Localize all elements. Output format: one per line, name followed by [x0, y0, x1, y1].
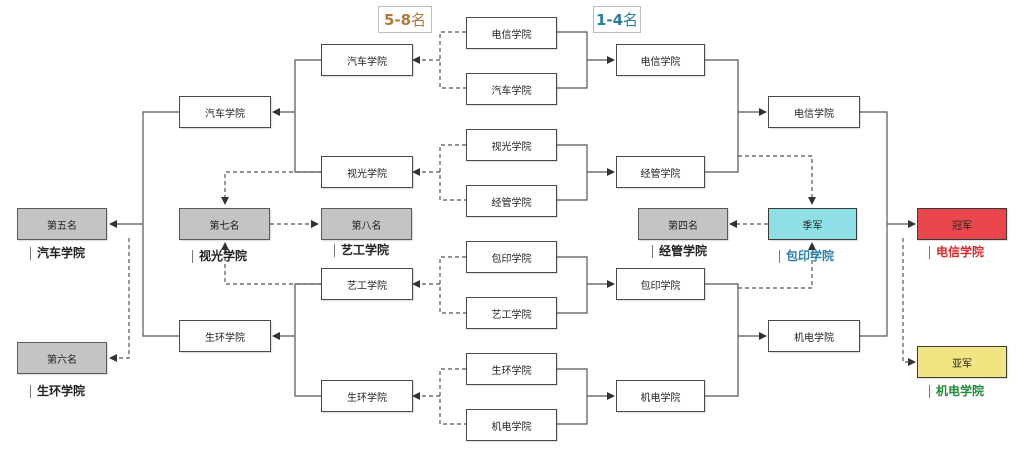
semifinal-winner-2: 机电学院 [768, 320, 860, 352]
round2-winner-1: 电信学院 [616, 44, 705, 76]
place-5-team: 汽车学院 [30, 247, 85, 260]
champion-team: 电信学院 [929, 246, 984, 259]
round1-team-6: 艺工学院 [466, 297, 557, 329]
semifinal-winner-1: 电信学院 [768, 96, 860, 128]
stage-label-5-8-text: 5-8 [383, 10, 412, 29]
place-6-team: 生环学院 [30, 385, 85, 398]
round1-team-5: 包印学院 [466, 241, 557, 273]
stage-label-1-4-suffix: 名 [623, 11, 639, 29]
place-7-team: 视光学院 [192, 250, 247, 263]
stage-label-1-4-text: 1-4 [595, 10, 624, 29]
place-8-box: 第八名 [321, 208, 412, 240]
place-3-box: 季军 [768, 208, 857, 240]
runner-up-team: 机电学院 [929, 385, 984, 398]
round1-team-4: 经管学院 [466, 185, 557, 217]
stage-label-5-8-suffix: 名 [411, 11, 427, 29]
place-7-box: 第七名 [179, 208, 270, 240]
round2-loser-4: 生环学院 [321, 380, 413, 412]
round2-winner-4: 机电学院 [616, 380, 705, 412]
round2-loser-1: 汽车学院 [321, 44, 413, 76]
round2-loser-3: 艺工学院 [321, 268, 413, 300]
place-8-team: 艺工学院 [334, 244, 389, 257]
losers-semifinal-1: 汽车学院 [179, 96, 271, 128]
round2-winner-3: 包印学院 [616, 268, 705, 300]
place-5-box: 第五名 [17, 208, 107, 240]
round1-team-3: 视光学院 [466, 129, 557, 161]
round1-team-1: 电信学院 [466, 17, 557, 49]
place-4-box: 第四名 [638, 208, 728, 240]
place-4-team: 经管学院 [652, 245, 707, 258]
losers-semifinal-2: 生环学院 [179, 320, 271, 352]
champion-box: 冠军 [917, 208, 1007, 240]
place-3-team: 包印学院 [779, 250, 834, 263]
runner-up-box: 亚军 [917, 346, 1007, 378]
round1-team-7: 生环学院 [466, 353, 557, 385]
place-6-box: 第六名 [17, 342, 107, 374]
round1-team-8: 机电学院 [466, 409, 557, 441]
round2-winner-2: 经管学院 [616, 156, 705, 188]
round1-team-2: 汽车学院 [466, 73, 557, 105]
round2-loser-2: 视光学院 [321, 156, 413, 188]
